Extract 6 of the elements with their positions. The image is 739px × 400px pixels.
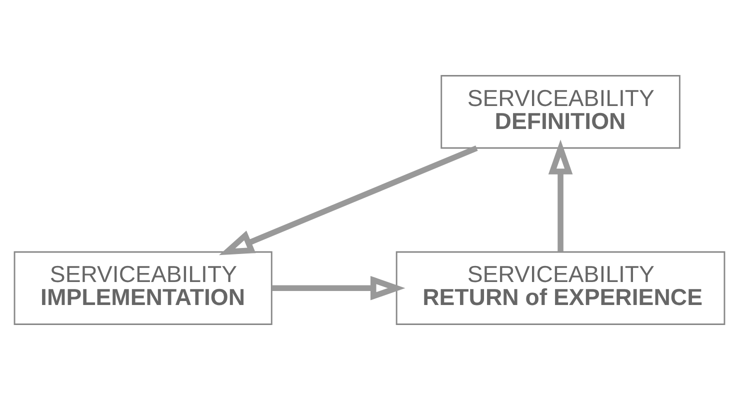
node-box: SERVICEABILITY DEFINITION: [440, 75, 680, 149]
arrow: [218, 145, 478, 256]
arrow: [272, 276, 406, 300]
node-box: SERVICEABILITY IMPLEMENTATION: [14, 251, 272, 325]
arrow: [548, 140, 573, 252]
node-box: SERVICEABILITY RETURN of EXPERIENCE: [396, 251, 726, 325]
